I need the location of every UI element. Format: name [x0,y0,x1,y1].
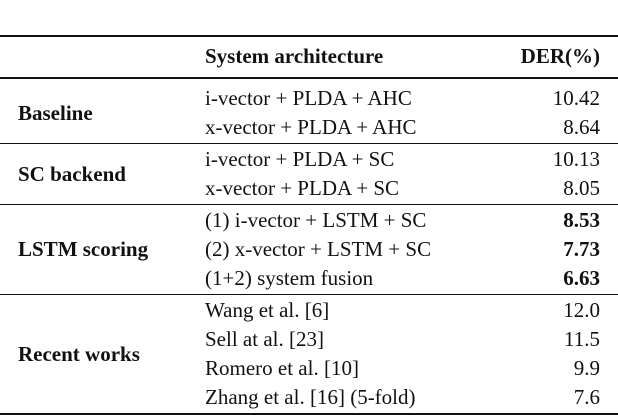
der-cell: 10.42 [552,86,600,110]
architecture-cell: Romero et al. [10] [205,356,359,380]
der-cell: 7.6 [573,385,600,409]
group-label: LSTM scoring [18,237,149,261]
architecture-cell: Sell at al. [23] [205,327,324,351]
der-cell: 9.9 [573,356,600,380]
architecture-cell: (1+2) system fusion [205,266,374,290]
group-label: Recent works [18,341,140,366]
header-architecture: System architecture [205,44,384,68]
architecture-cell: Zhang et al. [16] (5-fold) [205,385,416,409]
group-rule [0,204,618,205]
der-cell: 6.63 [563,266,600,290]
architecture-cell: x-vector + PLDA + SC [205,176,400,200]
header-der: DER(%) [520,44,600,68]
der-cell: 7.73 [563,237,600,261]
group-rule [0,294,618,295]
architecture-cell: (1) i-vector + LSTM + SC [205,208,427,232]
der-cell: 12.0 [563,298,600,322]
group-rule [0,143,618,144]
header-rule [0,77,618,79]
architecture-cell: x-vector + PLDA + AHC [205,115,417,139]
der-cell: 11.5 [564,327,600,351]
group-label: SC backend [18,161,126,186]
architecture-cell: (2) x-vector + LSTM + SC [205,237,432,261]
top-rule [0,35,618,37]
der-cell: 10.13 [552,147,600,171]
architecture-cell: Wang et al. [6] [205,298,330,322]
architecture-cell: i-vector + PLDA + AHC [205,86,412,110]
group-label: Baseline [18,100,93,125]
architecture-cell: i-vector + PLDA + SC [205,147,395,171]
der-cell: 8.64 [563,115,600,139]
der-cell: 8.05 [563,176,600,200]
der-cell: 8.53 [563,208,600,232]
